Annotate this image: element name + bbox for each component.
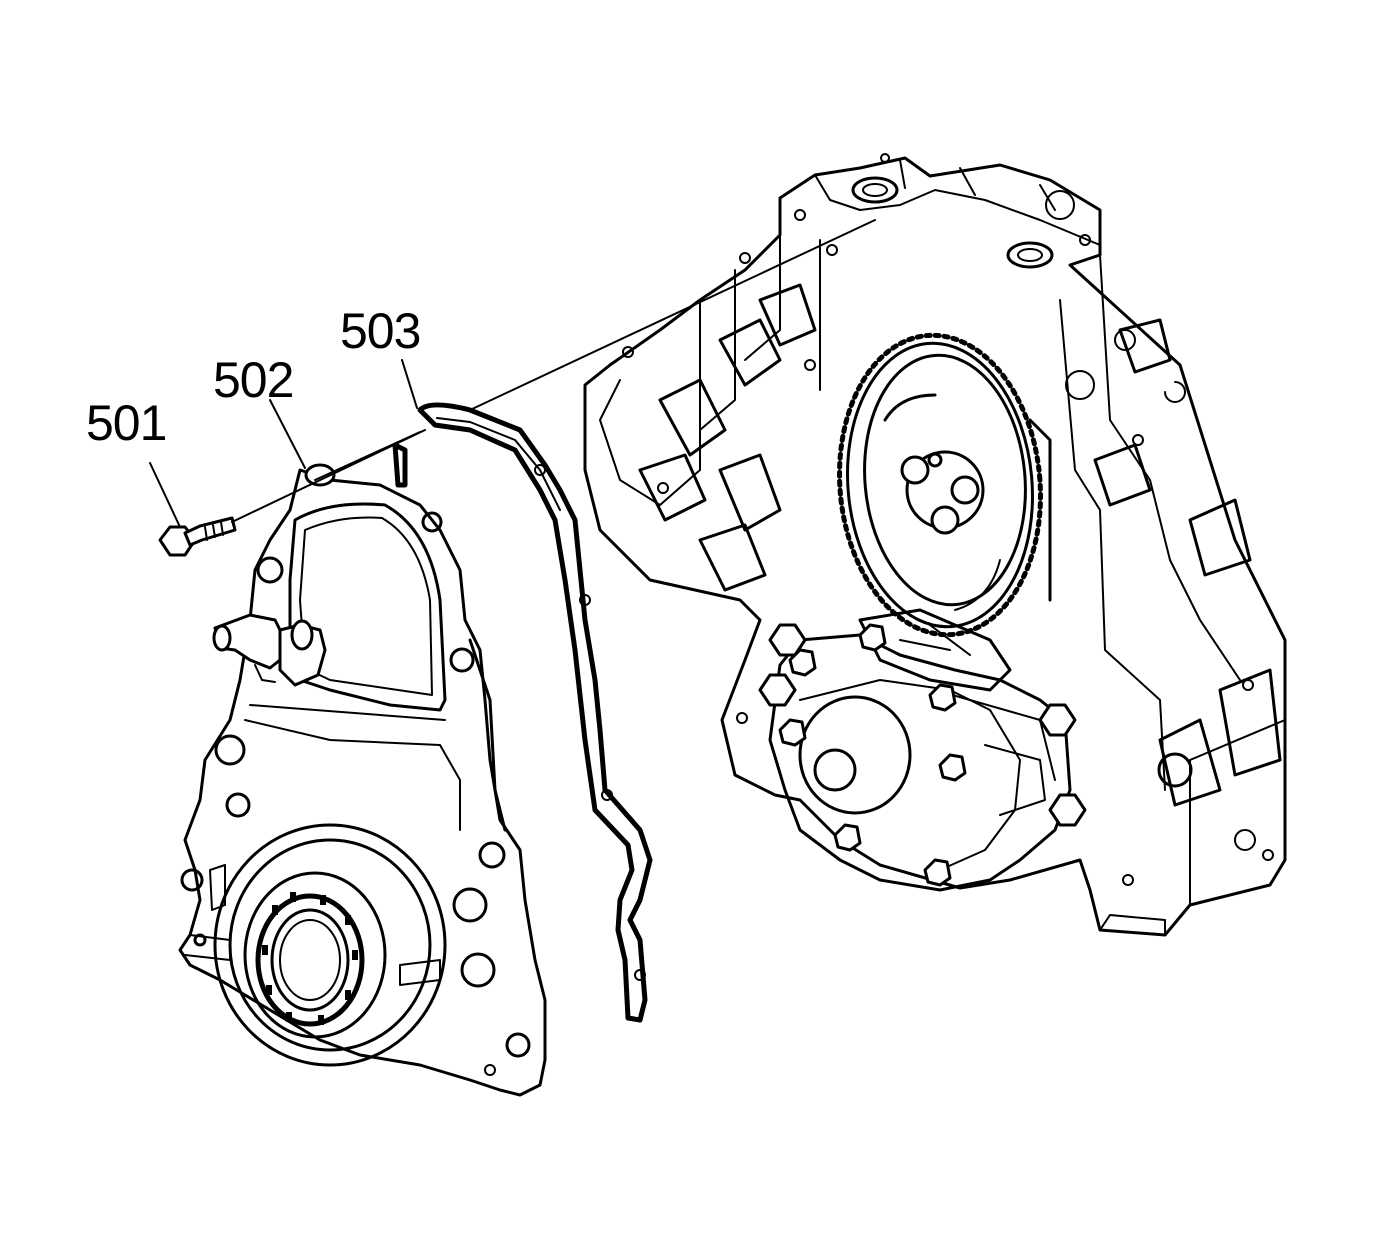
callout-501: 501 bbox=[86, 395, 167, 451]
callout-503: 503 bbox=[340, 303, 421, 359]
oil-pump bbox=[758, 623, 1087, 892]
leader-503 bbox=[401, 359, 418, 409]
alignment-lines bbox=[149, 219, 876, 528]
oil-pump-bolts bbox=[758, 623, 1087, 887]
engine-front-cover bbox=[178, 442, 547, 1097]
seal-teeth bbox=[262, 892, 358, 1025]
timing-chain-sprocket bbox=[837, 332, 1052, 692]
leader-502 bbox=[269, 399, 306, 469]
front-cover-gasket bbox=[417, 402, 653, 1023]
callout-502: 502 bbox=[213, 352, 294, 408]
cam-sensor bbox=[212, 613, 327, 687]
bolt-501 bbox=[158, 516, 237, 557]
engine-block bbox=[583, 153, 1287, 937]
leader-501 bbox=[149, 462, 181, 528]
